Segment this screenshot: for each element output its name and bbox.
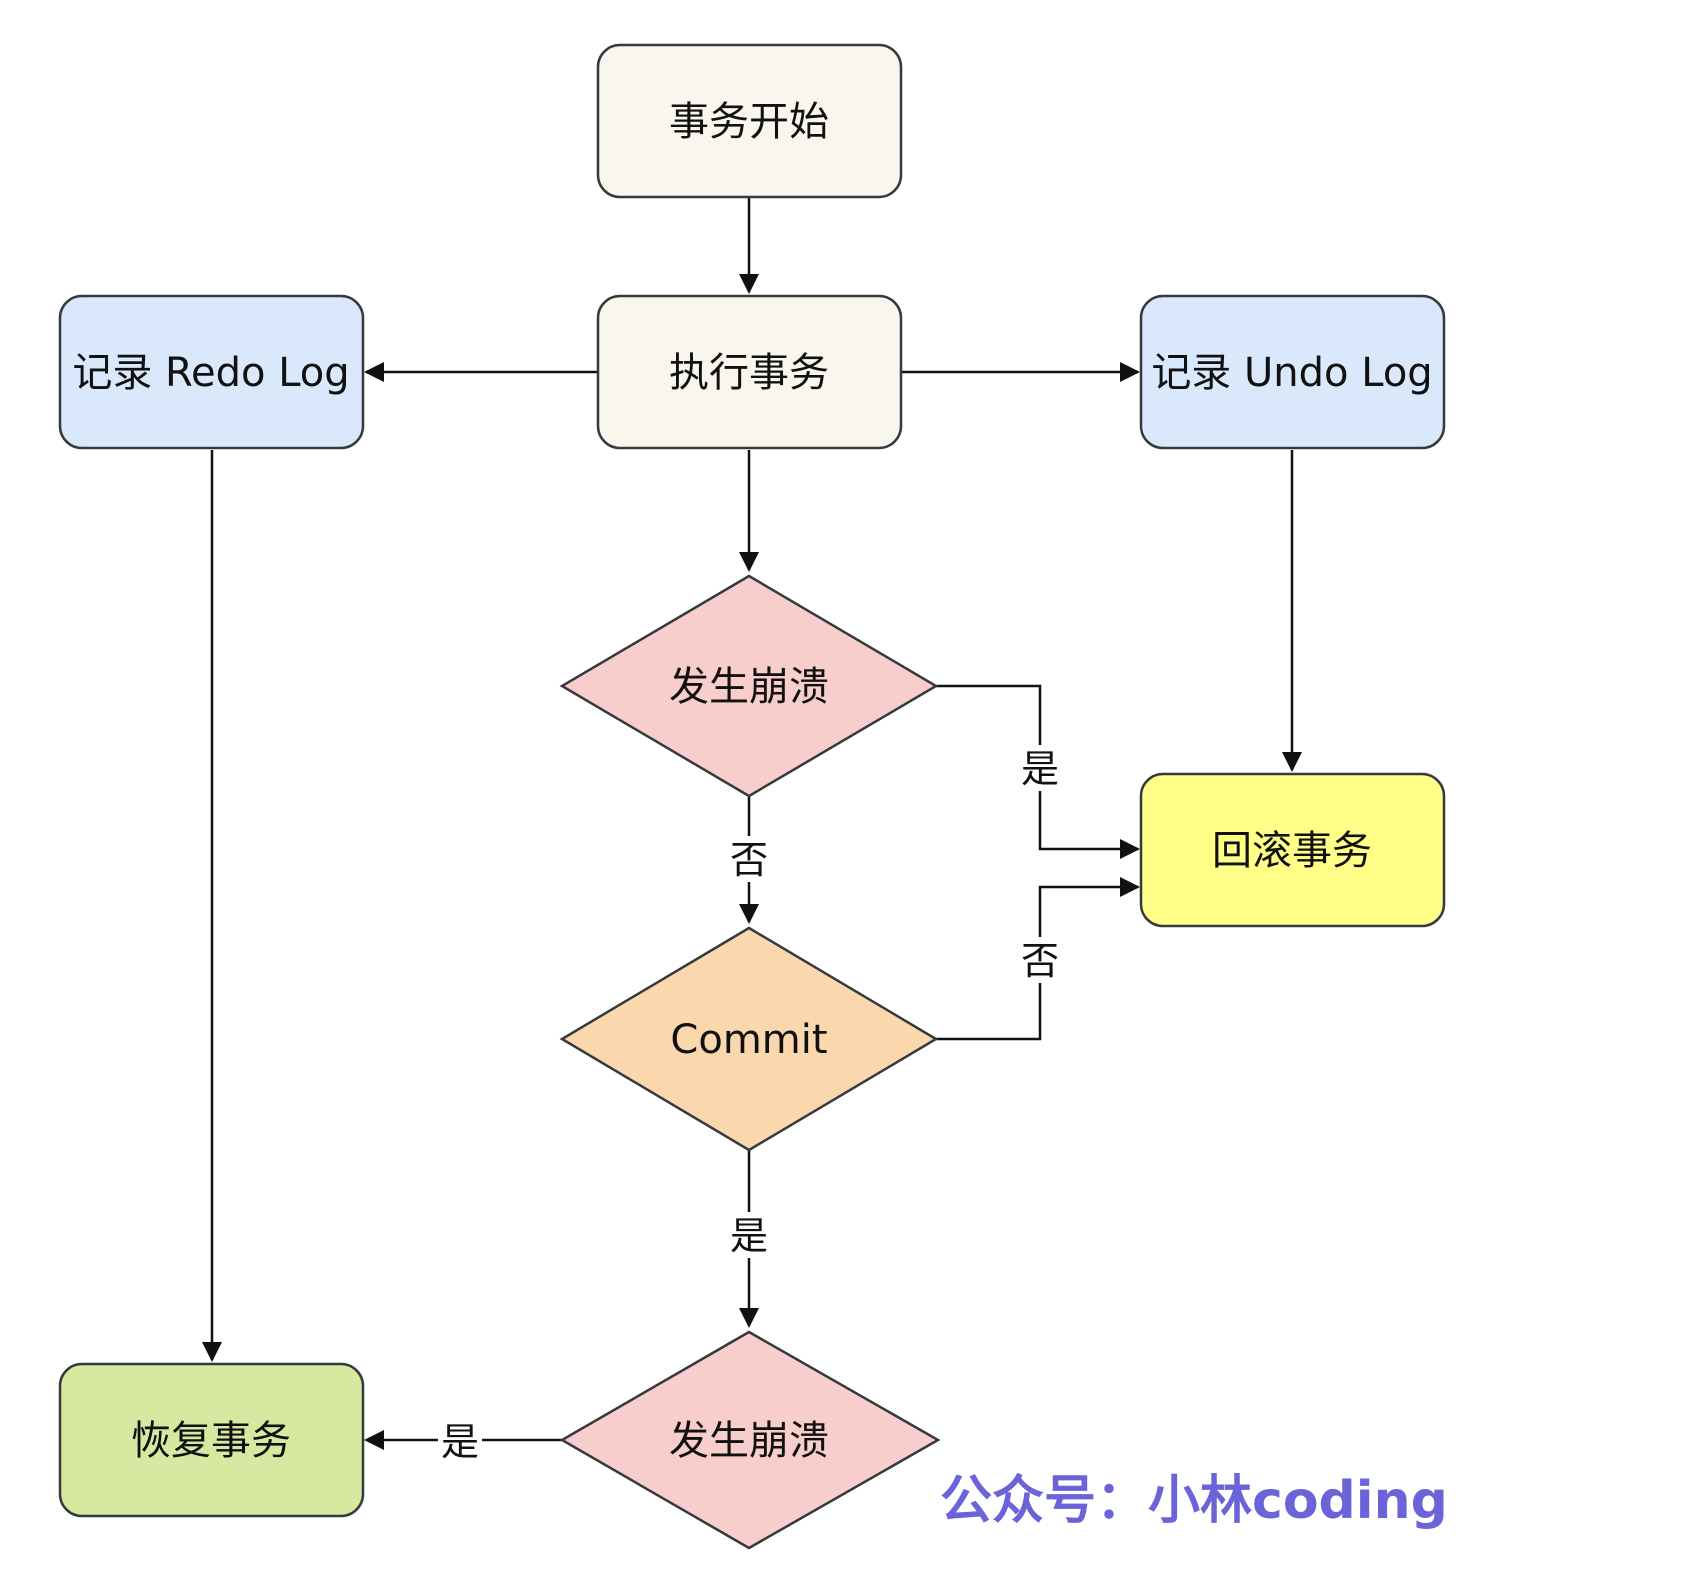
node-redo-log-label: 记录 Redo Log (72, 350, 349, 396)
edge-label-commit-yes: 是 (730, 1214, 768, 1258)
node-redo-log-shape (58, 294, 365, 450)
edge-label-crash1-yes: 是 (1021, 747, 1059, 791)
node-crash2: 发生崩溃 (559, 1330, 941, 1550)
node-rollback-label: 回滚事务 (1212, 828, 1372, 874)
watermark-text: 公众号：小林coding (940, 1471, 1448, 1531)
node-execute: 执行事务 (596, 294, 903, 450)
edge-label-crash2-yes: 是 (441, 1420, 479, 1464)
node-undo-log-label: 记录 Undo Log (1151, 350, 1432, 396)
node-commit-label: Commit (670, 1017, 827, 1063)
node-execute-shape (596, 294, 903, 450)
edge-label-crash1-no: 否 (730, 838, 768, 882)
node-commit: Commit (559, 926, 939, 1152)
node-start: 事务开始 (596, 43, 903, 199)
node-start-shape (596, 43, 903, 199)
node-recover: 恢复事务 (58, 1362, 365, 1518)
node-redo-log: 记录 Redo Log (58, 294, 365, 450)
edge-label-commit-no: 否 (1021, 939, 1059, 983)
node-undo-log: 记录 Undo Log (1139, 294, 1446, 450)
node-rollback-shape (1139, 772, 1446, 928)
node-crash1-shape (559, 574, 939, 798)
node-crash1: 发生崩溃 (559, 574, 939, 798)
node-start-label: 事务开始 (669, 99, 829, 145)
node-undo-log-shape (1139, 294, 1446, 450)
node-crash1-label: 发生崩溃 (669, 664, 829, 710)
node-recover-shape (58, 1362, 365, 1518)
node-recover-label: 恢复事务 (131, 1418, 291, 1464)
node-crash2-shape (559, 1330, 941, 1550)
node-execute-label: 执行事务 (669, 350, 829, 396)
node-commit-shape (559, 926, 939, 1152)
edge-labels: 是 否 否 是 是 (438, 745, 1062, 1464)
node-crash2-label: 发生崩溃 (669, 1418, 829, 1464)
node-rollback: 回滚事务 (1139, 772, 1446, 928)
